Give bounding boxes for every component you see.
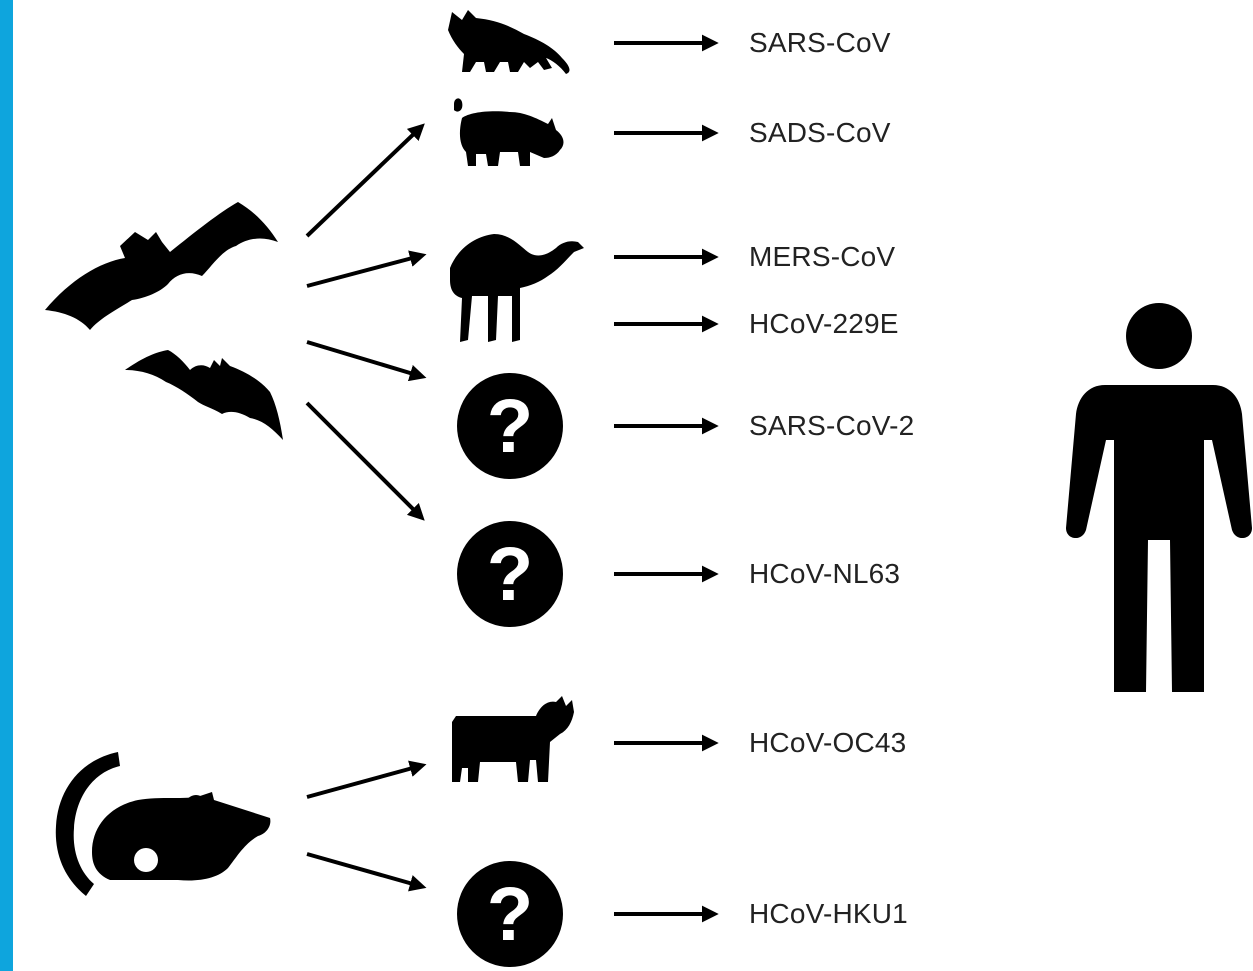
arrow (305, 401, 425, 521)
virus-label: MERS-CoV (749, 241, 896, 272)
arrow (306, 340, 427, 382)
virus-label: HCoV-229E (749, 308, 899, 339)
arrow (306, 760, 427, 799)
virus-label: SARS-CoV (749, 27, 891, 58)
bat-small-icon (125, 350, 283, 440)
rodent-icon (55, 752, 271, 896)
arrow (306, 852, 427, 892)
virus-label: SADS-CoV (749, 117, 891, 148)
virus-label: HCoV-NL63 (749, 558, 901, 589)
unknown-host-glyph: ? (487, 532, 533, 617)
arrow (306, 250, 427, 288)
camel-icon (450, 234, 584, 342)
unknown-host-icon (457, 521, 563, 627)
virus-label: HCoV-OC43 (749, 727, 907, 758)
accent-bar (0, 0, 13, 971)
unknown-host-icon (457, 861, 563, 967)
cow-icon (452, 696, 574, 782)
bat-large-icon (45, 202, 278, 330)
human-icon (1066, 303, 1252, 692)
pig-icon (454, 98, 564, 166)
unknown-host-glyph: ? (487, 872, 533, 957)
virus-label: SARS-CoV-2 (749, 410, 915, 441)
civet-icon (448, 10, 570, 74)
unknown-host-icon (457, 373, 563, 479)
arrow (305, 123, 425, 238)
unknown-host-glyph: ? (487, 384, 533, 469)
virus-label: HCoV-HKU1 (749, 898, 908, 929)
